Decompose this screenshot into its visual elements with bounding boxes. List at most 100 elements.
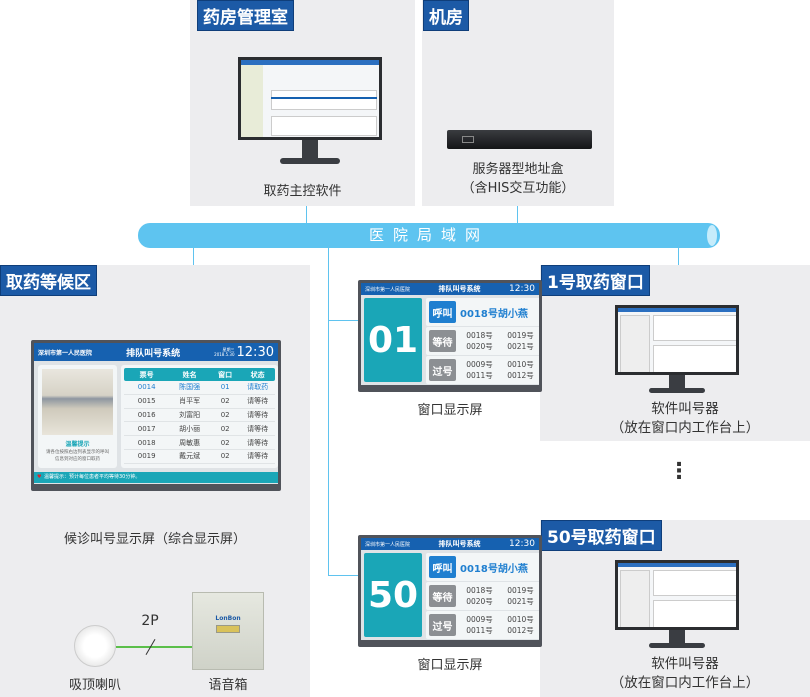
time: 12:30 — [236, 344, 274, 360]
window-number: 01 — [364, 298, 422, 382]
ceiling-speaker — [74, 625, 116, 667]
passed-ticket: 0009号 — [466, 360, 493, 369]
passed-ticket: 0012号 — [507, 626, 534, 635]
server-label: 服务器型地址盒 （含HIS交互功能） — [422, 160, 614, 198]
software-name: 软件叫号器 — [651, 401, 719, 417]
wait-ticket: 0020号 — [466, 342, 493, 351]
wait-ticket: 0019号 — [507, 331, 534, 340]
wait-ticket: 0021号 — [507, 342, 534, 351]
column-header: 姓名 — [182, 370, 197, 379]
network-label: 医院局域网 — [368, 226, 489, 244]
column-header: 状态 — [250, 370, 265, 379]
queue-table-header: 票号姓名窗口状态 — [124, 368, 275, 381]
passed-ticket: 0009号 — [466, 615, 493, 624]
bus-end — [707, 225, 717, 246]
queue-cell: 胡小丽 — [179, 424, 201, 433]
call-badge: 呼叫 — [429, 301, 456, 323]
queue-cell: 02 — [220, 452, 230, 461]
notice-title: 温馨提示 — [65, 441, 90, 448]
queue-cell: 0014 — [137, 383, 156, 392]
queue-cell: 02 — [220, 410, 230, 419]
notice-text: 请各位按照右边列表显示的呼叫信息到对应的窗口取药 — [46, 450, 109, 462]
link-screen-50 — [328, 575, 359, 576]
pass-badge: 过号 — [429, 359, 456, 381]
call-value: 0018号胡小燕 — [460, 309, 528, 320]
server-sublabel: （含HIS交互功能） — [461, 181, 575, 196]
wait-badge: 等待 — [429, 585, 456, 607]
window-screen-label: 窗口显示屏 — [417, 658, 483, 673]
queue-cell: 02 — [220, 438, 230, 447]
link-server — [517, 206, 518, 224]
server-room-tag: 机房 — [423, 0, 469, 31]
queue-cell: 周敏惠 — [179, 438, 201, 447]
server-name: 服务器型地址盒 — [472, 162, 564, 177]
hospital-name: 深圳市第一人民医院 — [365, 541, 411, 548]
screen-title: 排队叫号系统 — [438, 540, 481, 548]
queue-cell: 02 — [220, 397, 230, 406]
time: 12:30 — [509, 539, 535, 549]
window-screen-label: 窗口显示屏 — [417, 403, 483, 418]
wait-ticket: 0020号 — [466, 597, 493, 606]
window-1-tag: 1号取药窗口 — [541, 265, 650, 296]
time: 12:30 — [509, 284, 535, 294]
queue-cell: 请等待 — [247, 397, 269, 406]
software-name: 软件叫号器 — [651, 656, 719, 672]
speaker-label: 吸顶喇叭 — [68, 678, 121, 693]
window-50-tag: 50号取药窗口 — [541, 520, 662, 551]
pharmacy-room-tag: 药房管理室 — [197, 0, 294, 31]
queue-cell: 陈国强 — [179, 383, 201, 392]
queue-cell: 肖平军 — [179, 397, 201, 406]
wait-badge: 等待 — [429, 330, 456, 352]
software-caller-label: 软件叫号器（放在窗口内工作台上） — [560, 655, 810, 693]
queue-cell: 请等待 — [247, 410, 269, 419]
wait-ticket: 0021号 — [507, 597, 534, 606]
wait-ticket: 0018号 — [466, 331, 493, 340]
software-caller-label: 软件叫号器 （放在窗口内工作台上） — [560, 400, 810, 438]
queue-cell: 0019 — [137, 452, 156, 461]
voice-box-label: 语音箱 — [208, 678, 248, 693]
passed-ticket: 0012号 — [507, 371, 534, 380]
heart-icon: ♥ — [37, 474, 42, 480]
wait-ticket: 0019号 — [507, 586, 534, 595]
queue-cell: 请取药 — [247, 383, 269, 392]
queue-cell: 请等待 — [247, 424, 269, 433]
link-screen-1 — [328, 320, 359, 321]
queue-cell: 0015 — [137, 397, 156, 406]
link-waiting — [193, 247, 194, 265]
queue-cell: 刘富阳 — [179, 410, 201, 419]
ticker-text: 温馨提示：预计每位患者平均等待30分钟。 — [44, 474, 141, 480]
hall-photo — [42, 369, 113, 435]
queue-cell: 0016 — [137, 410, 156, 419]
queue-cell: 02 — [220, 424, 230, 433]
queue-row: 0014 陈国强 01 请取药 — [124, 381, 275, 395]
server-room-panel — [422, 0, 614, 206]
queue-row: 0016 刘富阳 02 请等待 — [124, 409, 275, 423]
window-number: 50 — [364, 553, 422, 637]
hospital-name: 深圳市第一人民医院 — [38, 349, 93, 357]
waiting-area-tag: 取药等候区 — [0, 265, 97, 296]
link-window-screens — [328, 247, 329, 575]
passed-ticket: 0010号 — [507, 615, 534, 624]
waiting-screen-label: 候诊叫号显示屏（综合显示屏） — [63, 532, 246, 547]
server-address-box — [447, 130, 592, 149]
software-sublabel: （放在窗口内工作台上） — [610, 420, 760, 436]
main-control-label: 取药主控软件 — [263, 184, 342, 199]
wire-label: 2P — [141, 613, 159, 629]
ellipsis: ⋮ — [668, 459, 690, 484]
link-pharmacy — [306, 206, 307, 224]
queue-cell: 01 — [220, 383, 230, 392]
passed-ticket: 0011号 — [466, 626, 493, 635]
hospital-lan-bus: 医院局域网 — [138, 223, 720, 248]
screen-title: 排队叫号系统 — [438, 285, 481, 293]
hospital-name: 深圳市第一人民医院 — [365, 286, 411, 293]
voice-box: LonBon — [192, 592, 264, 670]
call-badge: 呼叫 — [429, 556, 456, 578]
queue-cell: 请等待 — [247, 438, 269, 447]
pass-badge: 过号 — [429, 614, 456, 636]
speaker-wire — [116, 646, 194, 648]
passed-ticket: 0011号 — [466, 371, 493, 380]
